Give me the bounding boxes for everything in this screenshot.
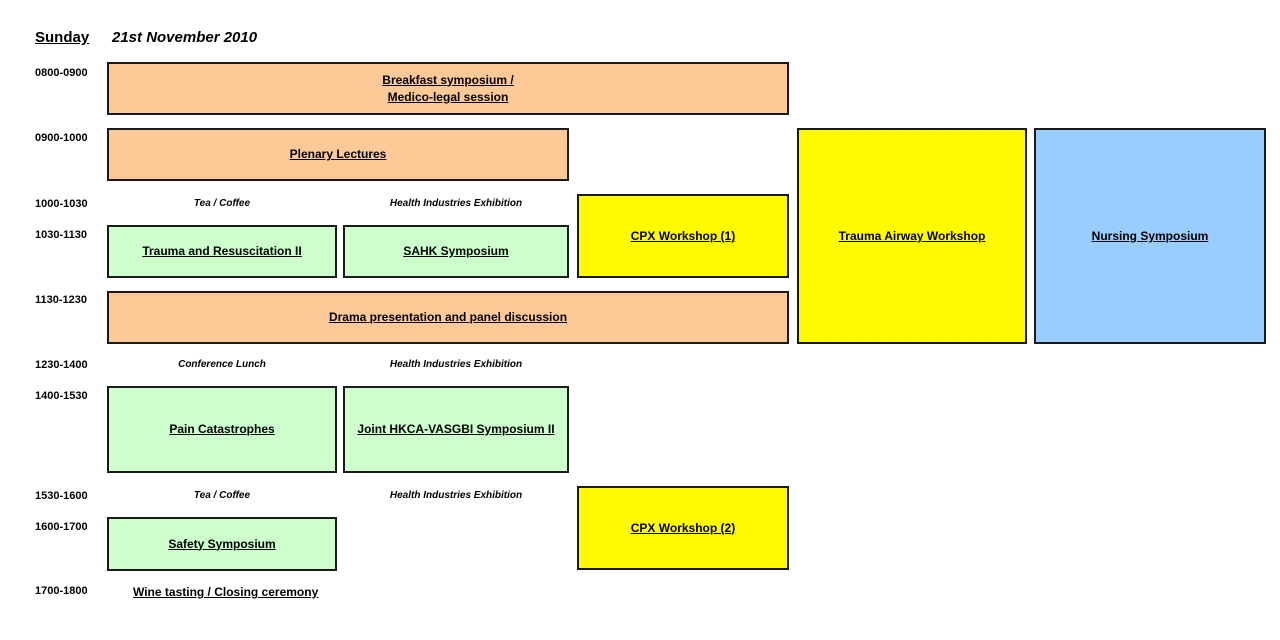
time-slot: 0900-1000 (35, 132, 88, 144)
break-tea-coffee: Tea / Coffee (193, 198, 251, 209)
time-slot: 1530-1600 (35, 490, 88, 502)
day-heading: Sunday (35, 29, 90, 46)
time-slot: 0800-0900 (35, 67, 88, 79)
session-breakfast-symposium: Breakfast symposium / Medico-legal sessi… (107, 62, 789, 115)
break-tea-coffee: Tea / Coffee (193, 490, 251, 501)
session-cpx-workshop-1: CPX Workshop (1) (577, 194, 789, 278)
session-trauma-resuscitation: Trauma and Resuscitation II (107, 225, 337, 278)
time-slot: 1130-1230 (35, 294, 87, 306)
session-cpx-workshop-2: CPX Workshop (2) (577, 486, 789, 570)
time-slot: 1230-1400 (35, 359, 88, 371)
time-slot: 1400-1530 (35, 390, 88, 402)
session-sahk-symposium: SAHK Symposium (343, 225, 569, 278)
session-safety-symposium: Safety Symposium (107, 517, 337, 571)
break-exhibition: Health Industries Exhibition (389, 198, 523, 209)
session-trauma-airway-workshop: Trauma Airway Workshop (797, 128, 1027, 344)
break-conference-lunch: Conference Lunch (178, 359, 266, 370)
date-heading: 21st November 2010 (112, 29, 258, 46)
time-slot: 1600-1700 (35, 521, 88, 533)
break-exhibition: Health Industries Exhibition (389, 359, 523, 370)
closing-ceremony: Wine tasting / Closing ceremony (133, 585, 319, 599)
session-joint-hkca-vasgbi: Joint HKCA-VASGBI Symposium II (343, 386, 569, 473)
session-nursing-symposium: Nursing Symposium (1034, 128, 1266, 344)
break-exhibition: Health Industries Exhibition (389, 490, 523, 501)
time-slot: 1700-1800 (35, 585, 88, 597)
time-slot: 1000-1030 (35, 198, 88, 210)
session-plenary-lectures: Plenary Lectures (107, 128, 569, 181)
session-drama-presentation: Drama presentation and panel discussion (107, 291, 789, 344)
session-pain-catastrophes: Pain Catastrophes (107, 386, 337, 473)
time-slot: 1030-1130 (35, 229, 87, 241)
